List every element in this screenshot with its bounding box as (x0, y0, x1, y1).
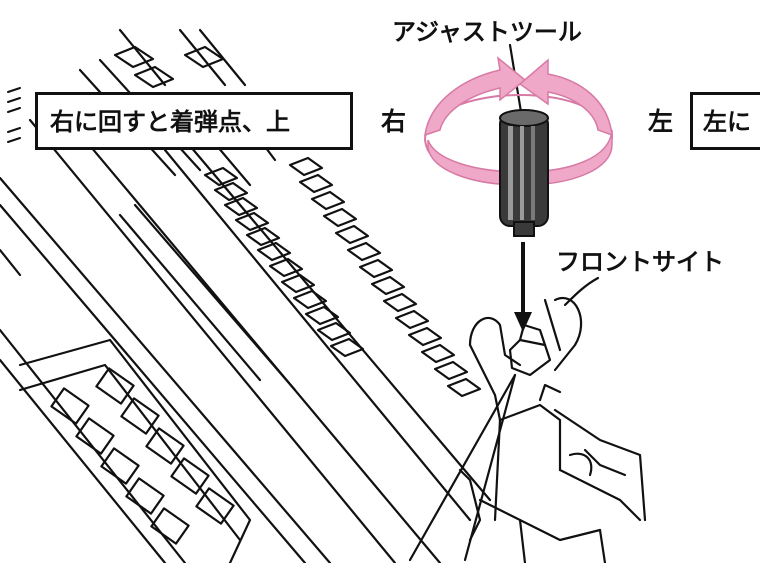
rotation-arrow-icon (423, 56, 614, 186)
front-sight-callout (563, 276, 600, 307)
handguard-grid (18, 338, 252, 563)
left-turn-effect-box: 左に (690, 92, 760, 150)
lower-pointers (408, 373, 517, 562)
adjust-tool-label: アジャストツール (392, 18, 582, 46)
right-turn-effect-box: 右に回すと着弾点、上 (35, 92, 353, 150)
left-ticks (7, 87, 21, 143)
front-sight-label: フロントサイト (556, 248, 724, 276)
top-blocks (113, 45, 225, 89)
rail-teeth-left (203, 166, 365, 358)
adjust-tool-icon (499, 109, 549, 237)
front-sight (458, 297, 647, 563)
down-arrow-icon (514, 242, 532, 332)
left-direction-label: 左 (648, 107, 674, 136)
rail-teeth-right (288, 156, 482, 398)
right-direction-label: 右 (381, 107, 407, 136)
